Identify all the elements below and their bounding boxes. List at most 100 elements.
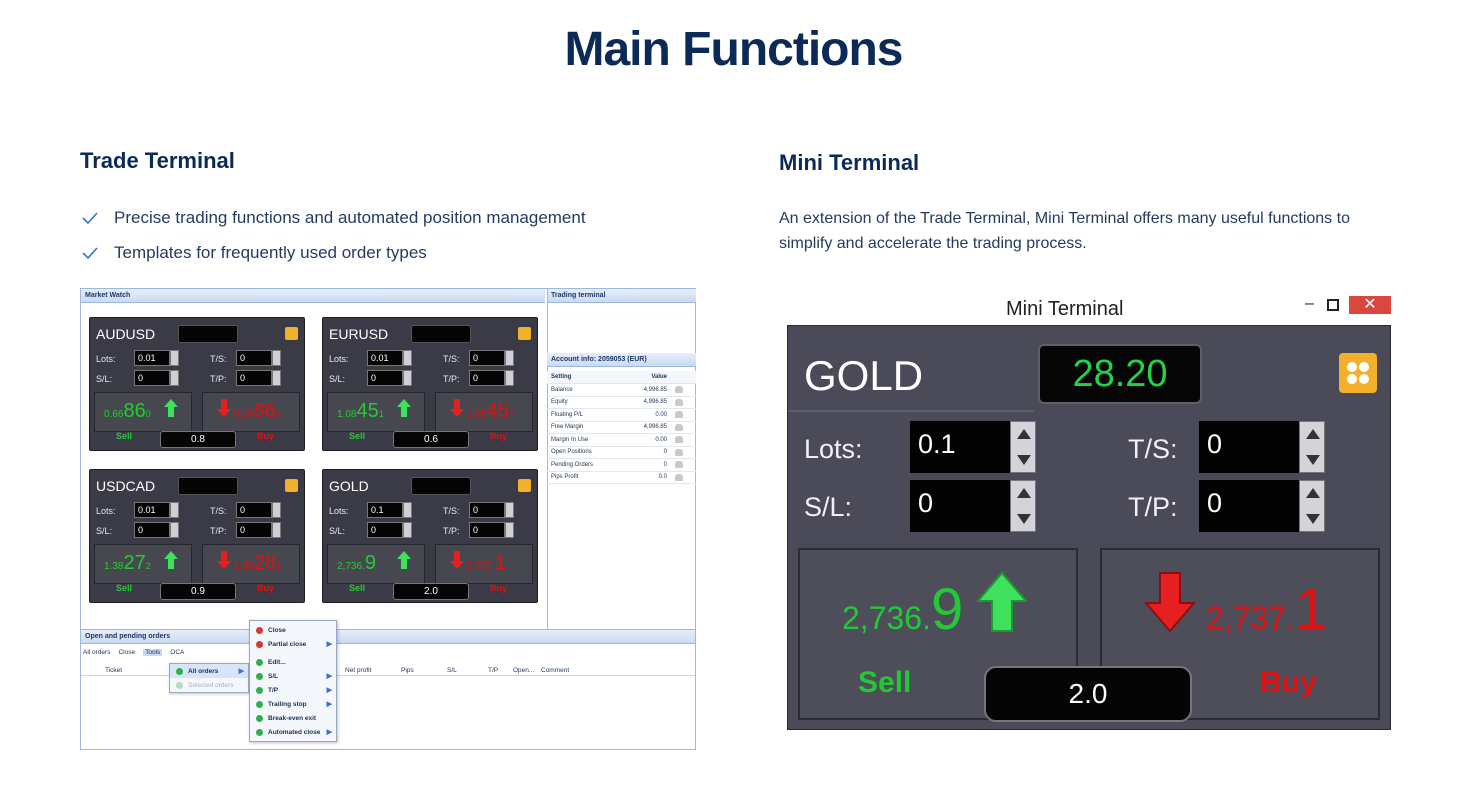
column-header[interactable]: T/P	[488, 667, 499, 674]
column-header[interactable]: S/L	[447, 667, 457, 674]
close-icon[interactable]: ✕	[1349, 296, 1391, 314]
context-menu-item[interactable]: Automated close▶	[250, 725, 336, 739]
chevron-right-icon: ▶	[326, 687, 332, 694]
ts-input[interactable]: 0	[469, 502, 505, 518]
lots-input[interactable]: 0.01	[134, 350, 170, 366]
context-menu-item[interactable]: Edit...	[250, 655, 336, 669]
template-icon[interactable]	[518, 327, 531, 340]
context-menu-item[interactable]: T/P▶	[250, 683, 336, 697]
tp-input[interactable]: 0	[1199, 480, 1299, 532]
sl-stepper[interactable]	[403, 522, 412, 538]
tp-stepper[interactable]	[272, 370, 281, 386]
lots-input[interactable]: 0.1	[910, 421, 1010, 473]
context-menu-item[interactable]: Partial close▶	[250, 637, 336, 651]
context-menu-item[interactable]: Break-even exit	[250, 711, 336, 725]
ts-label: T/S:	[1128, 434, 1178, 464]
lots-stepper[interactable]	[170, 350, 179, 366]
ts-stepper[interactable]	[505, 502, 514, 518]
restore-icon[interactable]	[1327, 299, 1339, 311]
oca-button[interactable]: OCA	[170, 649, 185, 656]
lots-stepper[interactable]	[403, 502, 412, 518]
tp-stepper[interactable]	[272, 522, 281, 538]
bell-icon[interactable]	[675, 436, 683, 444]
tools-button[interactable]: Tools	[143, 649, 163, 656]
tp-input[interactable]: 0	[469, 522, 505, 538]
tp-stepper[interactable]	[505, 370, 514, 386]
sell-button[interactable]	[327, 392, 425, 432]
template-icon[interactable]	[285, 327, 298, 340]
ts-stepper[interactable]	[505, 350, 514, 366]
buy-button[interactable]	[435, 544, 533, 584]
account-value: 0.00	[655, 436, 667, 443]
column-header[interactable]: Open...	[513, 667, 535, 674]
column-header[interactable]: Net profit	[345, 667, 372, 674]
sl-stepper[interactable]	[170, 370, 179, 386]
column-header[interactable]: Ticket	[105, 667, 123, 674]
bell-icon[interactable]	[675, 411, 683, 419]
lots-input[interactable]: 0.01	[134, 502, 170, 518]
minimize-icon[interactable]: –	[1305, 295, 1314, 312]
ts-input[interactable]: 0	[1199, 421, 1299, 473]
sell-button[interactable]	[94, 544, 192, 584]
column-header[interactable]: Comment	[541, 667, 570, 674]
green-dot-icon	[176, 682, 183, 689]
sl-stepper[interactable]	[170, 522, 179, 538]
bell-icon[interactable]	[675, 448, 683, 456]
lots-stepper[interactable]	[170, 502, 179, 518]
context-menu-item[interactable]: Close	[250, 623, 336, 637]
lots-input[interactable]: 0.01	[367, 350, 403, 366]
check-icon	[82, 211, 98, 224]
tp-input[interactable]: 0	[469, 370, 505, 386]
quantity-field[interactable]: 2.0	[984, 666, 1192, 722]
tp-label: T/P:	[443, 374, 460, 384]
buy-button[interactable]	[202, 544, 300, 584]
context-menu-item[interactable]: S/L▶	[250, 669, 336, 683]
buy-button[interactable]	[435, 392, 533, 432]
sl-input[interactable]: 0	[367, 522, 403, 538]
lots-stepper[interactable]	[403, 350, 412, 366]
all-orders-button[interactable]: All orders	[83, 649, 111, 656]
tp-stepper[interactable]	[1299, 480, 1325, 532]
close-button[interactable]: Close	[118, 649, 136, 656]
ts-input[interactable]: 0	[236, 350, 272, 366]
sl-stepper[interactable]	[403, 370, 412, 386]
quantity-field[interactable]: 0.8	[160, 431, 236, 448]
mini-terminal-window-title: Mini Terminal	[1006, 298, 1124, 320]
column-header[interactable]: Pips	[401, 667, 414, 674]
sl-input[interactable]: 0	[134, 370, 170, 386]
sell-button[interactable]	[94, 392, 192, 432]
sell-button[interactable]	[327, 544, 425, 584]
template-icon[interactable]	[1339, 353, 1377, 393]
sl-input[interactable]: 0	[367, 370, 403, 386]
bell-icon[interactable]	[675, 398, 683, 406]
tp-input[interactable]: 0	[236, 370, 272, 386]
context-menu-item[interactable]: Trailing stop▶	[250, 697, 336, 711]
quantity-field[interactable]: 0.6	[393, 431, 469, 448]
bell-icon[interactable]	[675, 386, 683, 394]
ts-stepper[interactable]	[272, 350, 281, 366]
sl-stepper[interactable]	[1010, 480, 1036, 532]
bell-icon[interactable]	[675, 473, 683, 481]
tp-input[interactable]: 0	[236, 522, 272, 538]
tp-stepper[interactable]	[505, 522, 514, 538]
bell-icon[interactable]	[675, 461, 683, 469]
menu-item-selected-orders[interactable]: Selected orders	[170, 678, 248, 692]
ts-input[interactable]: 0	[469, 350, 505, 366]
template-icon[interactable]	[285, 479, 298, 492]
ts-input[interactable]: 0	[236, 502, 272, 518]
lots-input[interactable]: 0.1	[367, 502, 403, 518]
template-icon[interactable]	[518, 479, 531, 492]
bell-icon[interactable]	[675, 423, 683, 431]
lots-stepper[interactable]	[1010, 421, 1036, 473]
ts-stepper[interactable]	[272, 502, 281, 518]
ts-stepper[interactable]	[1299, 421, 1325, 473]
symbol-label: GOLD	[804, 352, 924, 399]
sl-input[interactable]: 0	[134, 522, 170, 538]
buy-button[interactable]	[202, 392, 300, 432]
quantity-field[interactable]: 0.9	[160, 583, 236, 600]
quantity-field[interactable]: 2.0	[393, 583, 469, 600]
sl-input[interactable]: 0	[910, 480, 1010, 532]
menu-item-all-orders[interactable]: All orders▶	[170, 664, 248, 678]
